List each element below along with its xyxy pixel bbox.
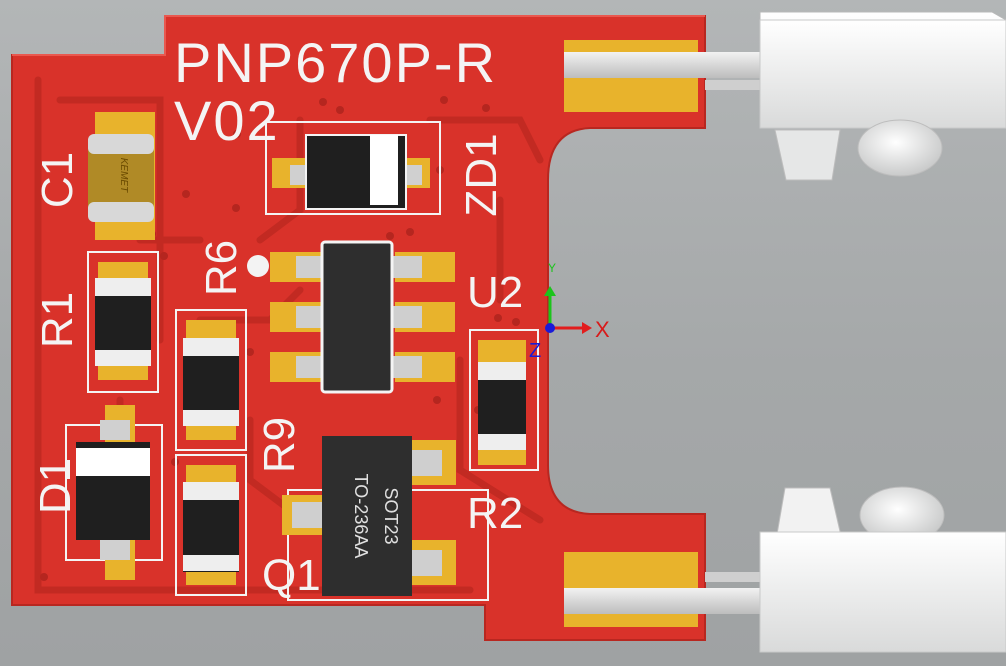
board-title: PNP670P-R [174, 31, 497, 94]
label-r9: R9 [255, 417, 304, 473]
label-zd1: ZD1 [457, 133, 506, 216]
axes-gizmo: X Y Z [529, 261, 610, 362]
label-r6: R6 [197, 240, 246, 296]
resistor-lower-left [183, 465, 239, 585]
pin1-marker [247, 255, 269, 277]
resistor-r9 [183, 320, 239, 440]
connector-top [564, 11, 1006, 181]
c1-marking: KEMET [118, 158, 129, 193]
transistor-q1: SOT23 TO-236AA [282, 436, 456, 596]
label-u2: U2 [467, 268, 523, 317]
board-version: V02 [174, 89, 280, 152]
axis-x-label: X [595, 317, 610, 342]
silkscreen-outlines [65, 121, 539, 601]
label-q1: Q1 [262, 551, 321, 600]
q1-package-label: SOT23 [381, 487, 401, 544]
diode-d1 [76, 405, 150, 580]
capacitor-c1: KEMET [88, 112, 155, 240]
zener-diode-zd1 [272, 134, 430, 210]
q1-package-alt-label: TO-236AA [351, 474, 371, 559]
axis-z-label: Z [529, 340, 541, 362]
label-r2: R2 [467, 489, 523, 538]
connector-bottom [564, 486, 1006, 653]
label-r1: R1 [33, 292, 82, 348]
resistor-r2 [478, 340, 526, 465]
resistor-r1 [95, 262, 151, 380]
label-c1: C1 [33, 152, 82, 208]
label-d1: D1 [31, 458, 80, 514]
axis-y-label: Y [548, 261, 556, 275]
ic-u2 [270, 240, 455, 394]
